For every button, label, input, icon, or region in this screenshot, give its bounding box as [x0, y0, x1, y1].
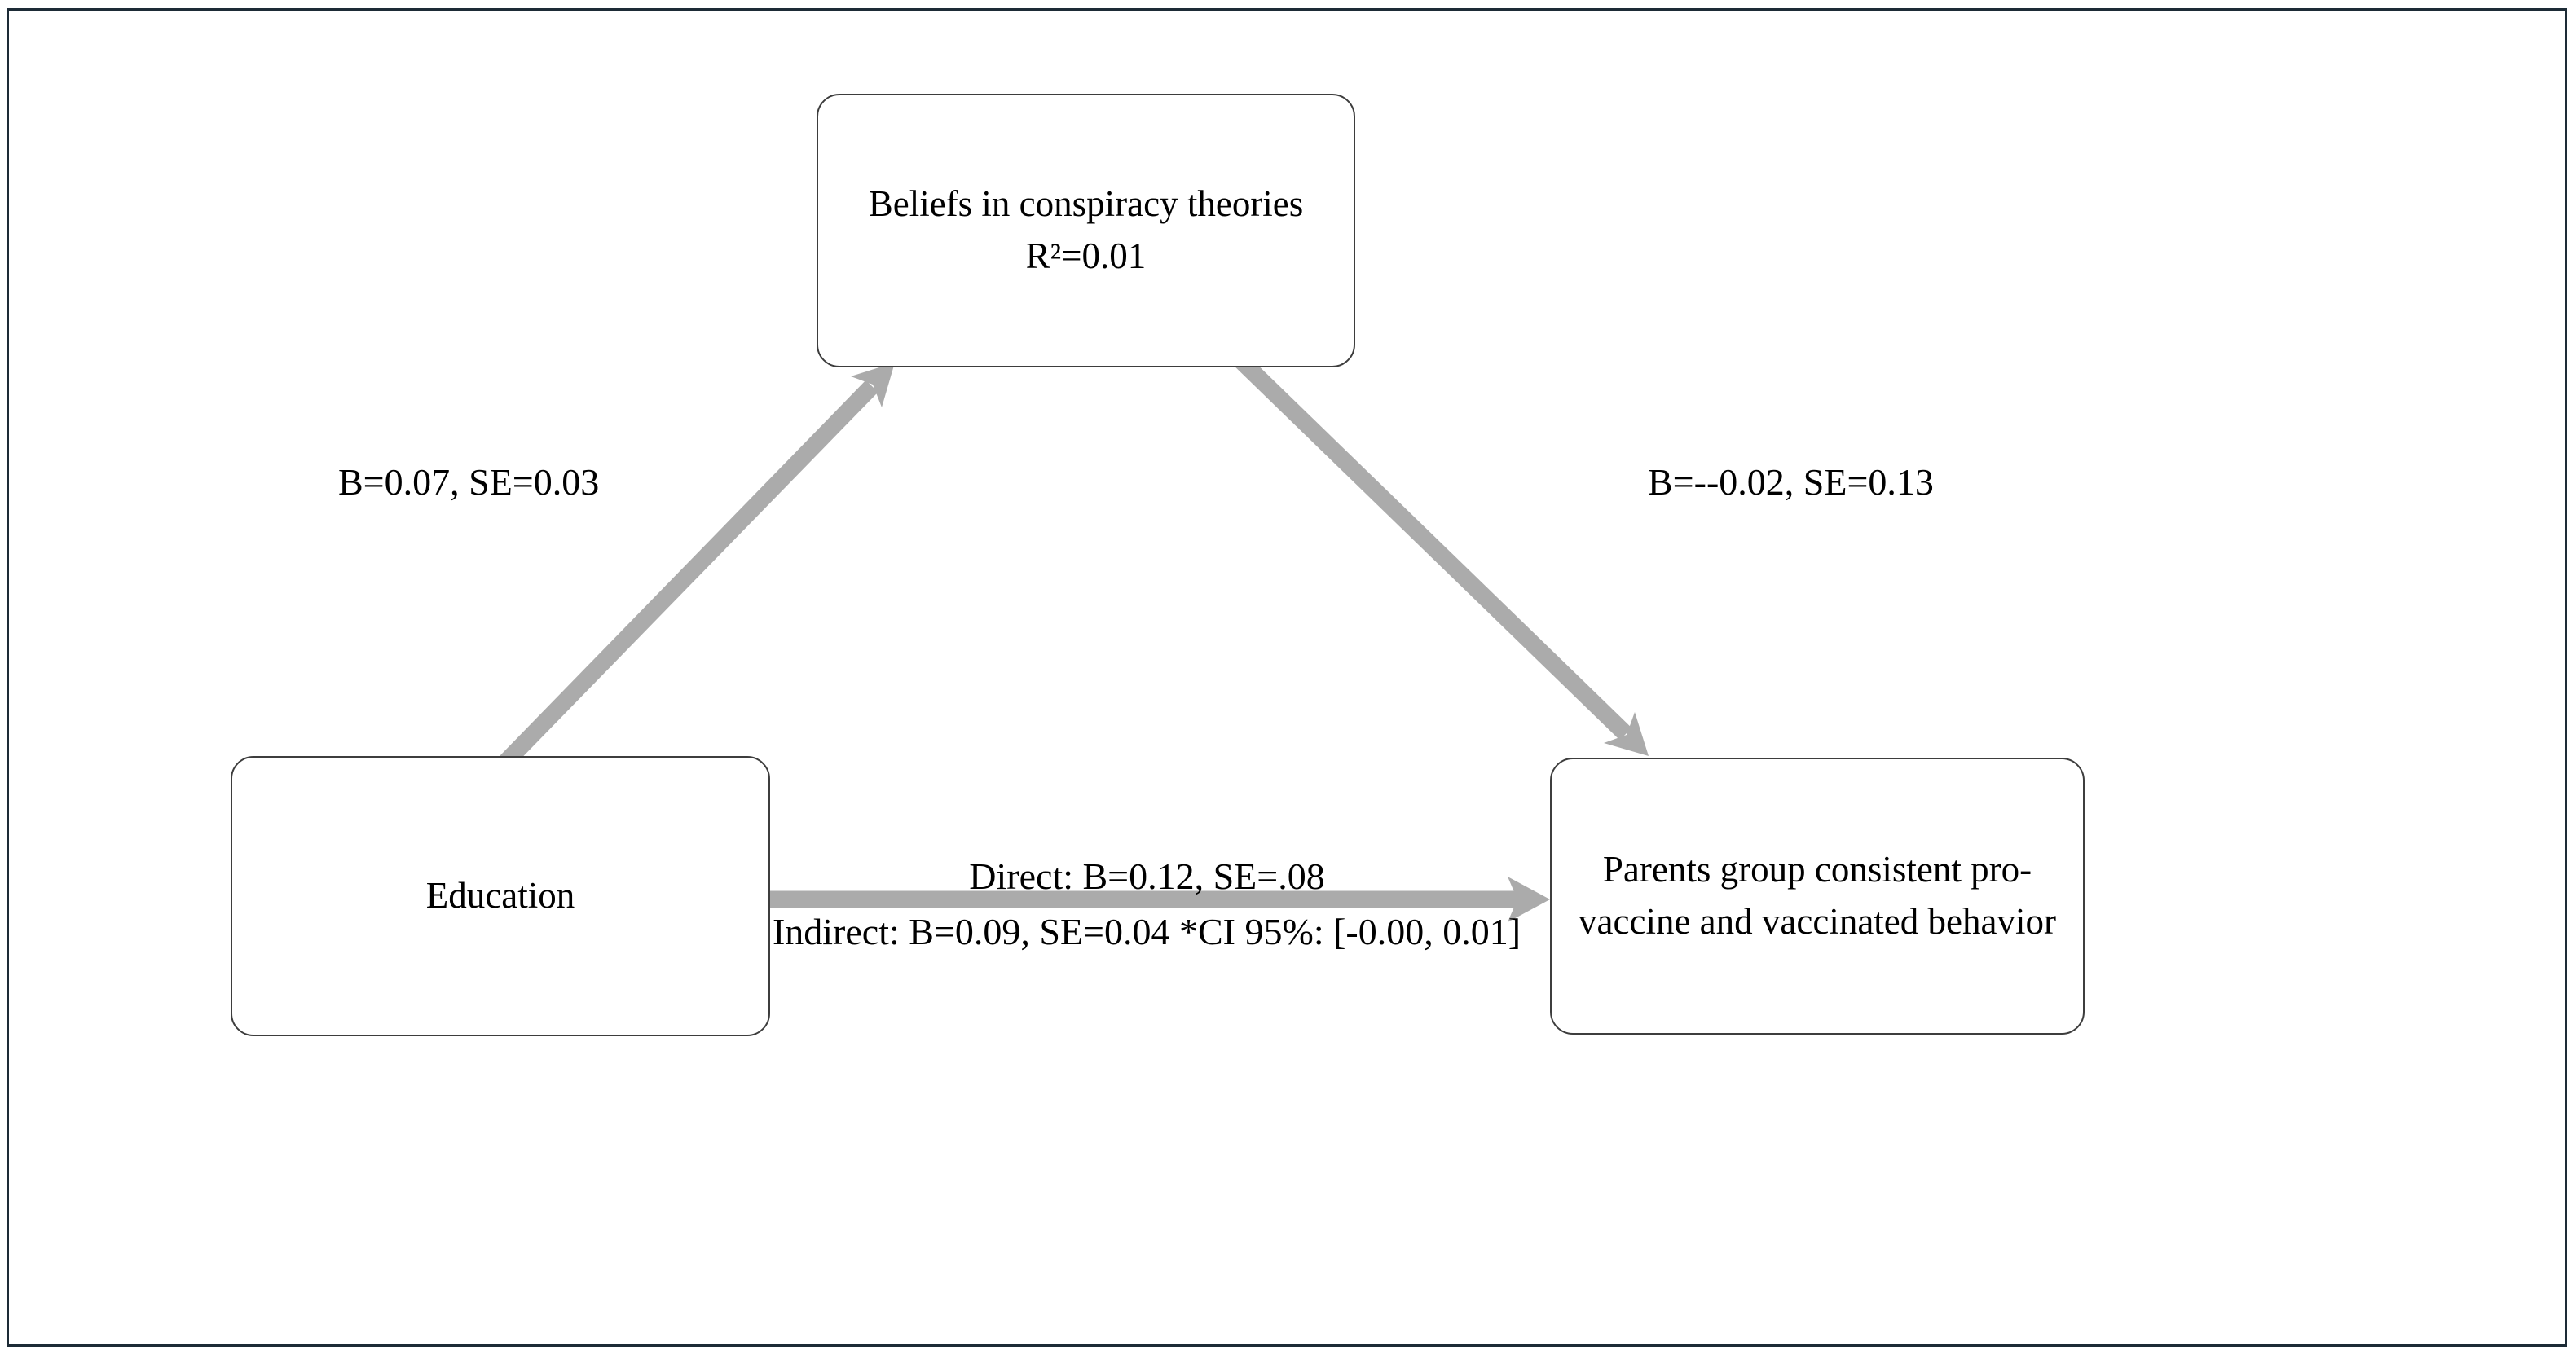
arrow-predictor-to-outcome [770, 877, 1550, 922]
node-mediator: Beliefs in conspiracy theories R²=0.01 [817, 94, 1355, 367]
arrow-mediator-to-outcome [1232, 352, 1649, 756]
node-predictor-label: Education [425, 875, 575, 917]
path-a-coefficient-label: B=0.07, SE=0.03 [338, 461, 600, 503]
path-c-indirect-effect-label: Indirect: B=0.09, SE=0.04 *CI 95%: [-0.0… [772, 911, 1521, 952]
node-mediator-label: Beliefs in conspiracy theories R²=0.01 [868, 183, 1304, 276]
node-predictor: Education [231, 756, 770, 1036]
arrow-predictor-to-mediator [497, 363, 895, 771]
node-outcome-label: Parents group consistent pro- vaccine an… [1579, 849, 2056, 942]
path-c-direct-effect-label: Direct: B=0.12, SE=.08 [969, 855, 1325, 897]
figure-frame [7, 8, 2567, 1347]
node-outcome: Parents group consistent pro- vaccine an… [1550, 758, 2085, 1035]
path-b-coefficient-label: B=--0.02, SE=0.13 [1648, 461, 1934, 503]
